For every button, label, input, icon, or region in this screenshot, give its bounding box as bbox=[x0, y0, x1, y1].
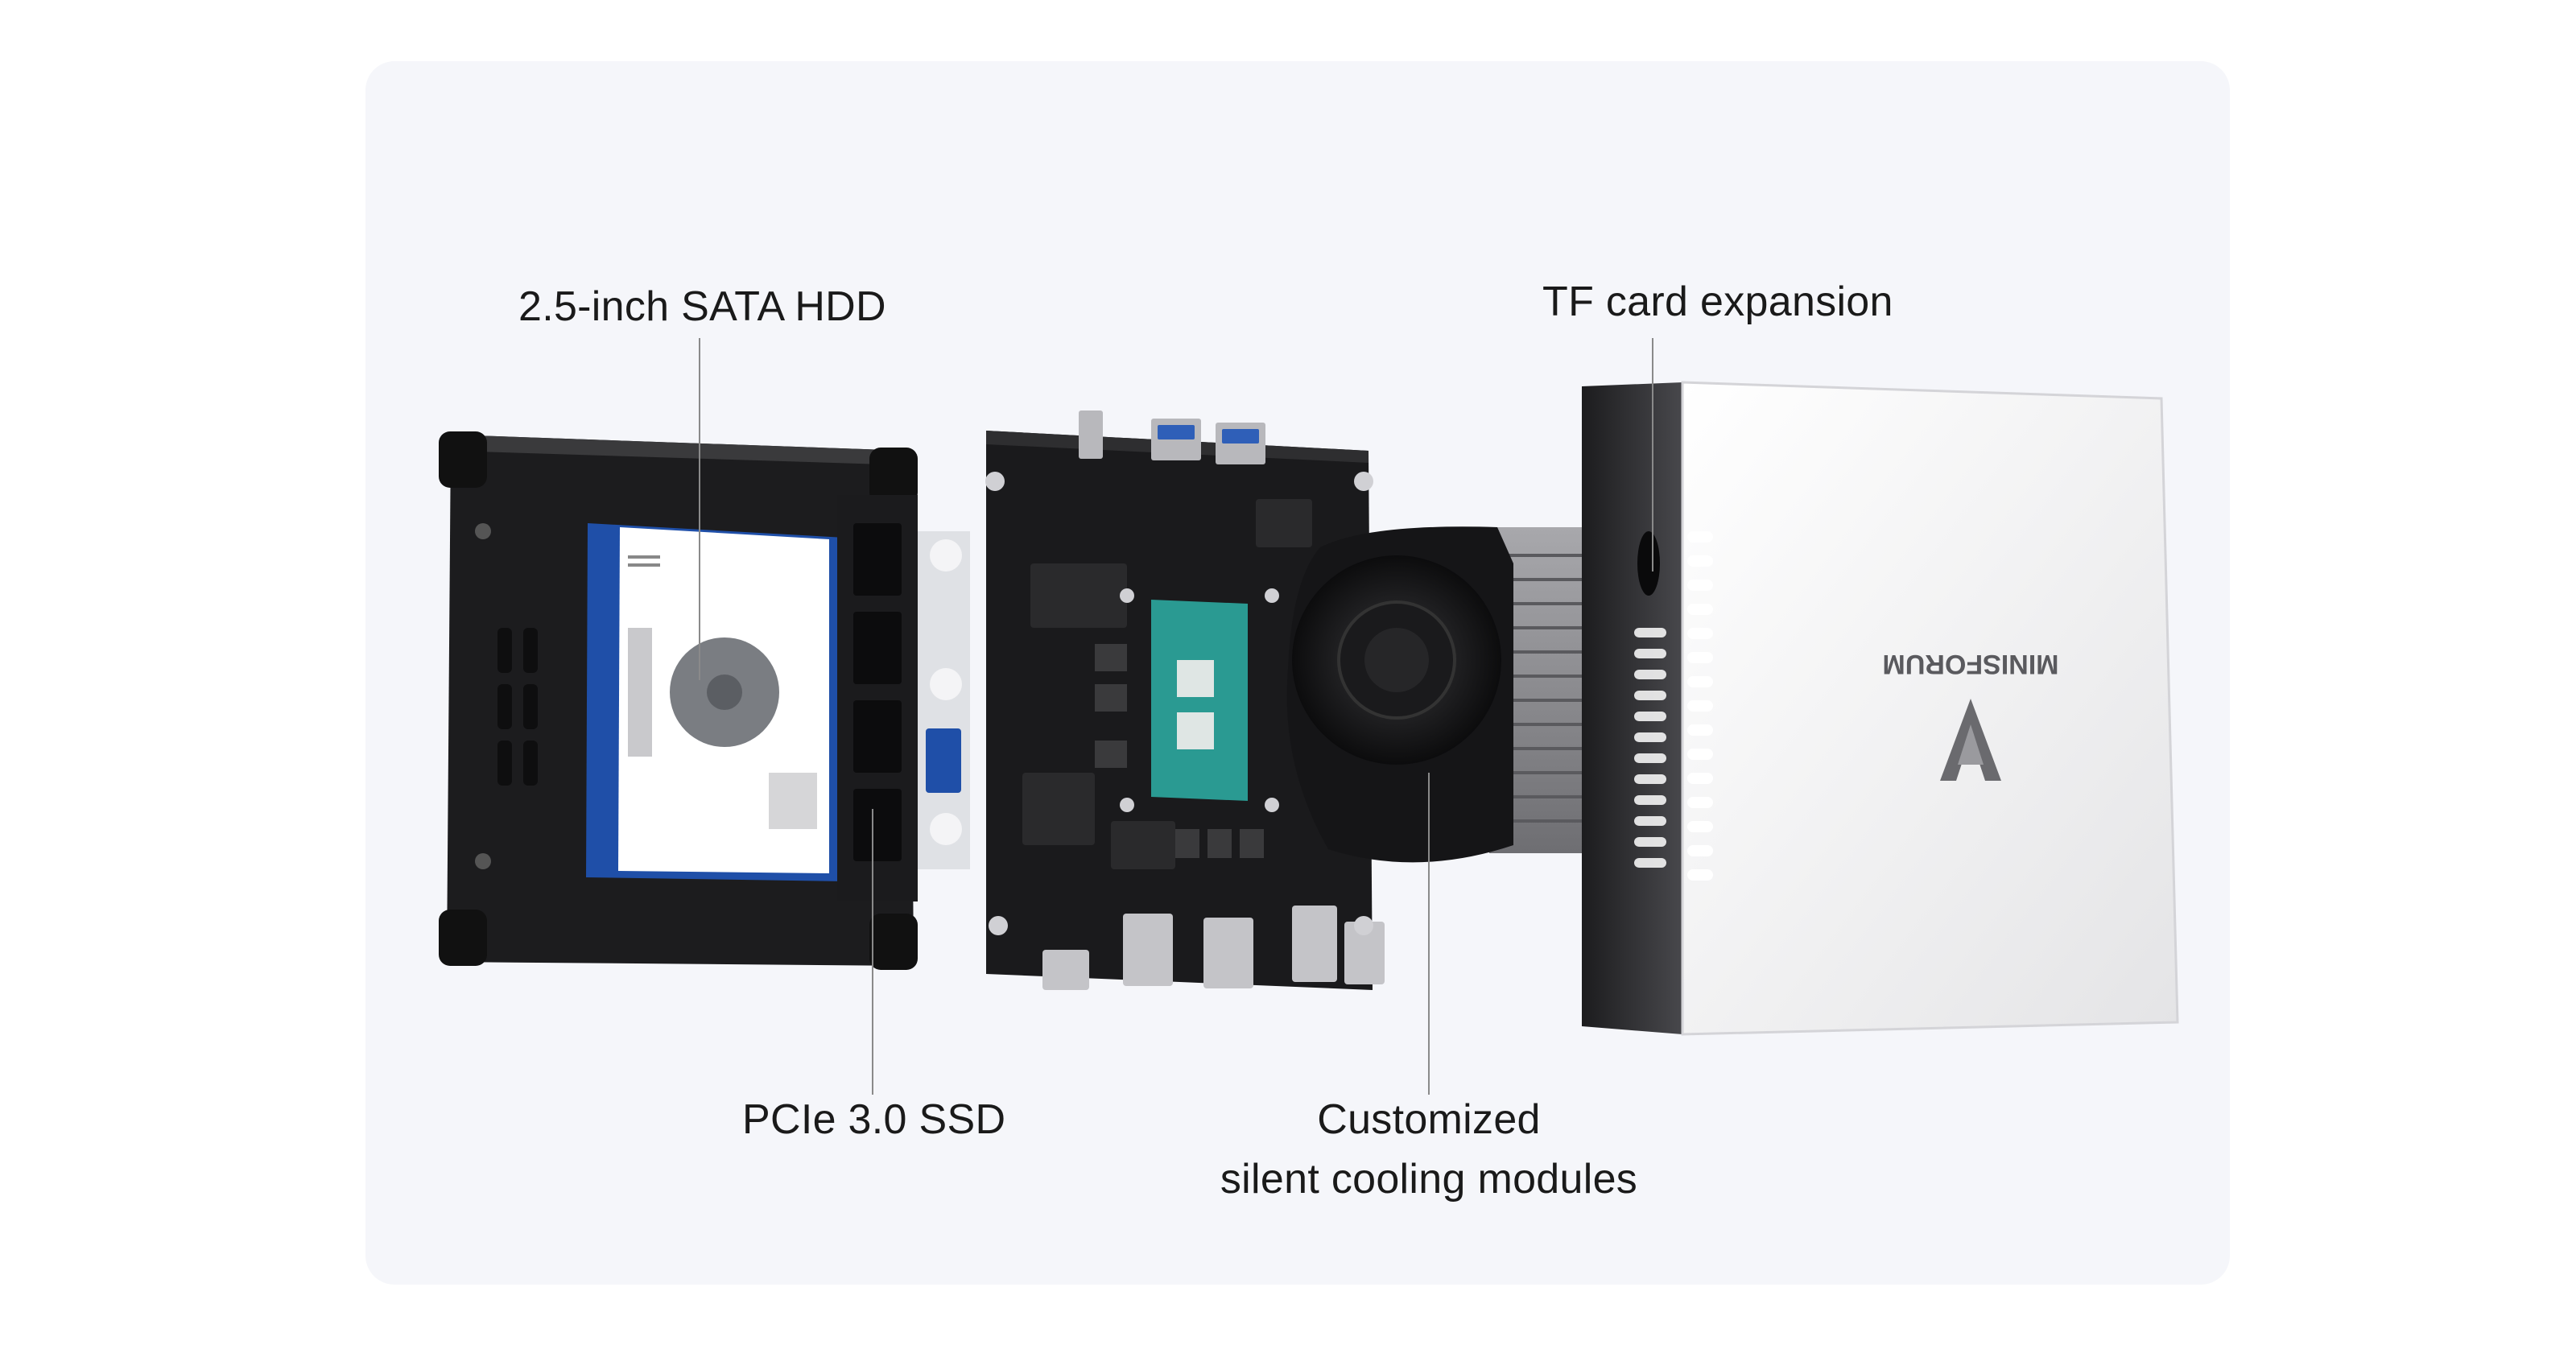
label-cooling-line1: Customized bbox=[1317, 1096, 1541, 1143]
cooling-module bbox=[1286, 526, 1598, 863]
label-cooling-line2: silent cooling modules bbox=[1220, 1156, 1638, 1203]
label-ssd: PCIe 3.0 SSD bbox=[742, 1096, 1006, 1143]
ssd-pointer-line bbox=[872, 809, 873, 1095]
case-logo-text: MINISFORUM bbox=[1882, 649, 2058, 679]
ssd-module bbox=[837, 495, 970, 901]
cooling-pointer-line bbox=[1428, 773, 1430, 1095]
hdd-pointer-line bbox=[699, 338, 700, 680]
label-hdd: 2.5-inch SATA HDD bbox=[518, 283, 886, 330]
motherboard bbox=[985, 411, 1385, 990]
label-cooling: Customized silent cooling modules bbox=[1183, 1090, 1674, 1209]
hdd-drive bbox=[586, 523, 845, 881]
label-tf-card: TF card expansion bbox=[1542, 278, 1893, 325]
minisforum-logo-icon bbox=[1940, 699, 2001, 781]
tf-pointer-line bbox=[1652, 338, 1653, 571]
mini-pc-case: MINISFORUM bbox=[1582, 381, 2179, 1036]
